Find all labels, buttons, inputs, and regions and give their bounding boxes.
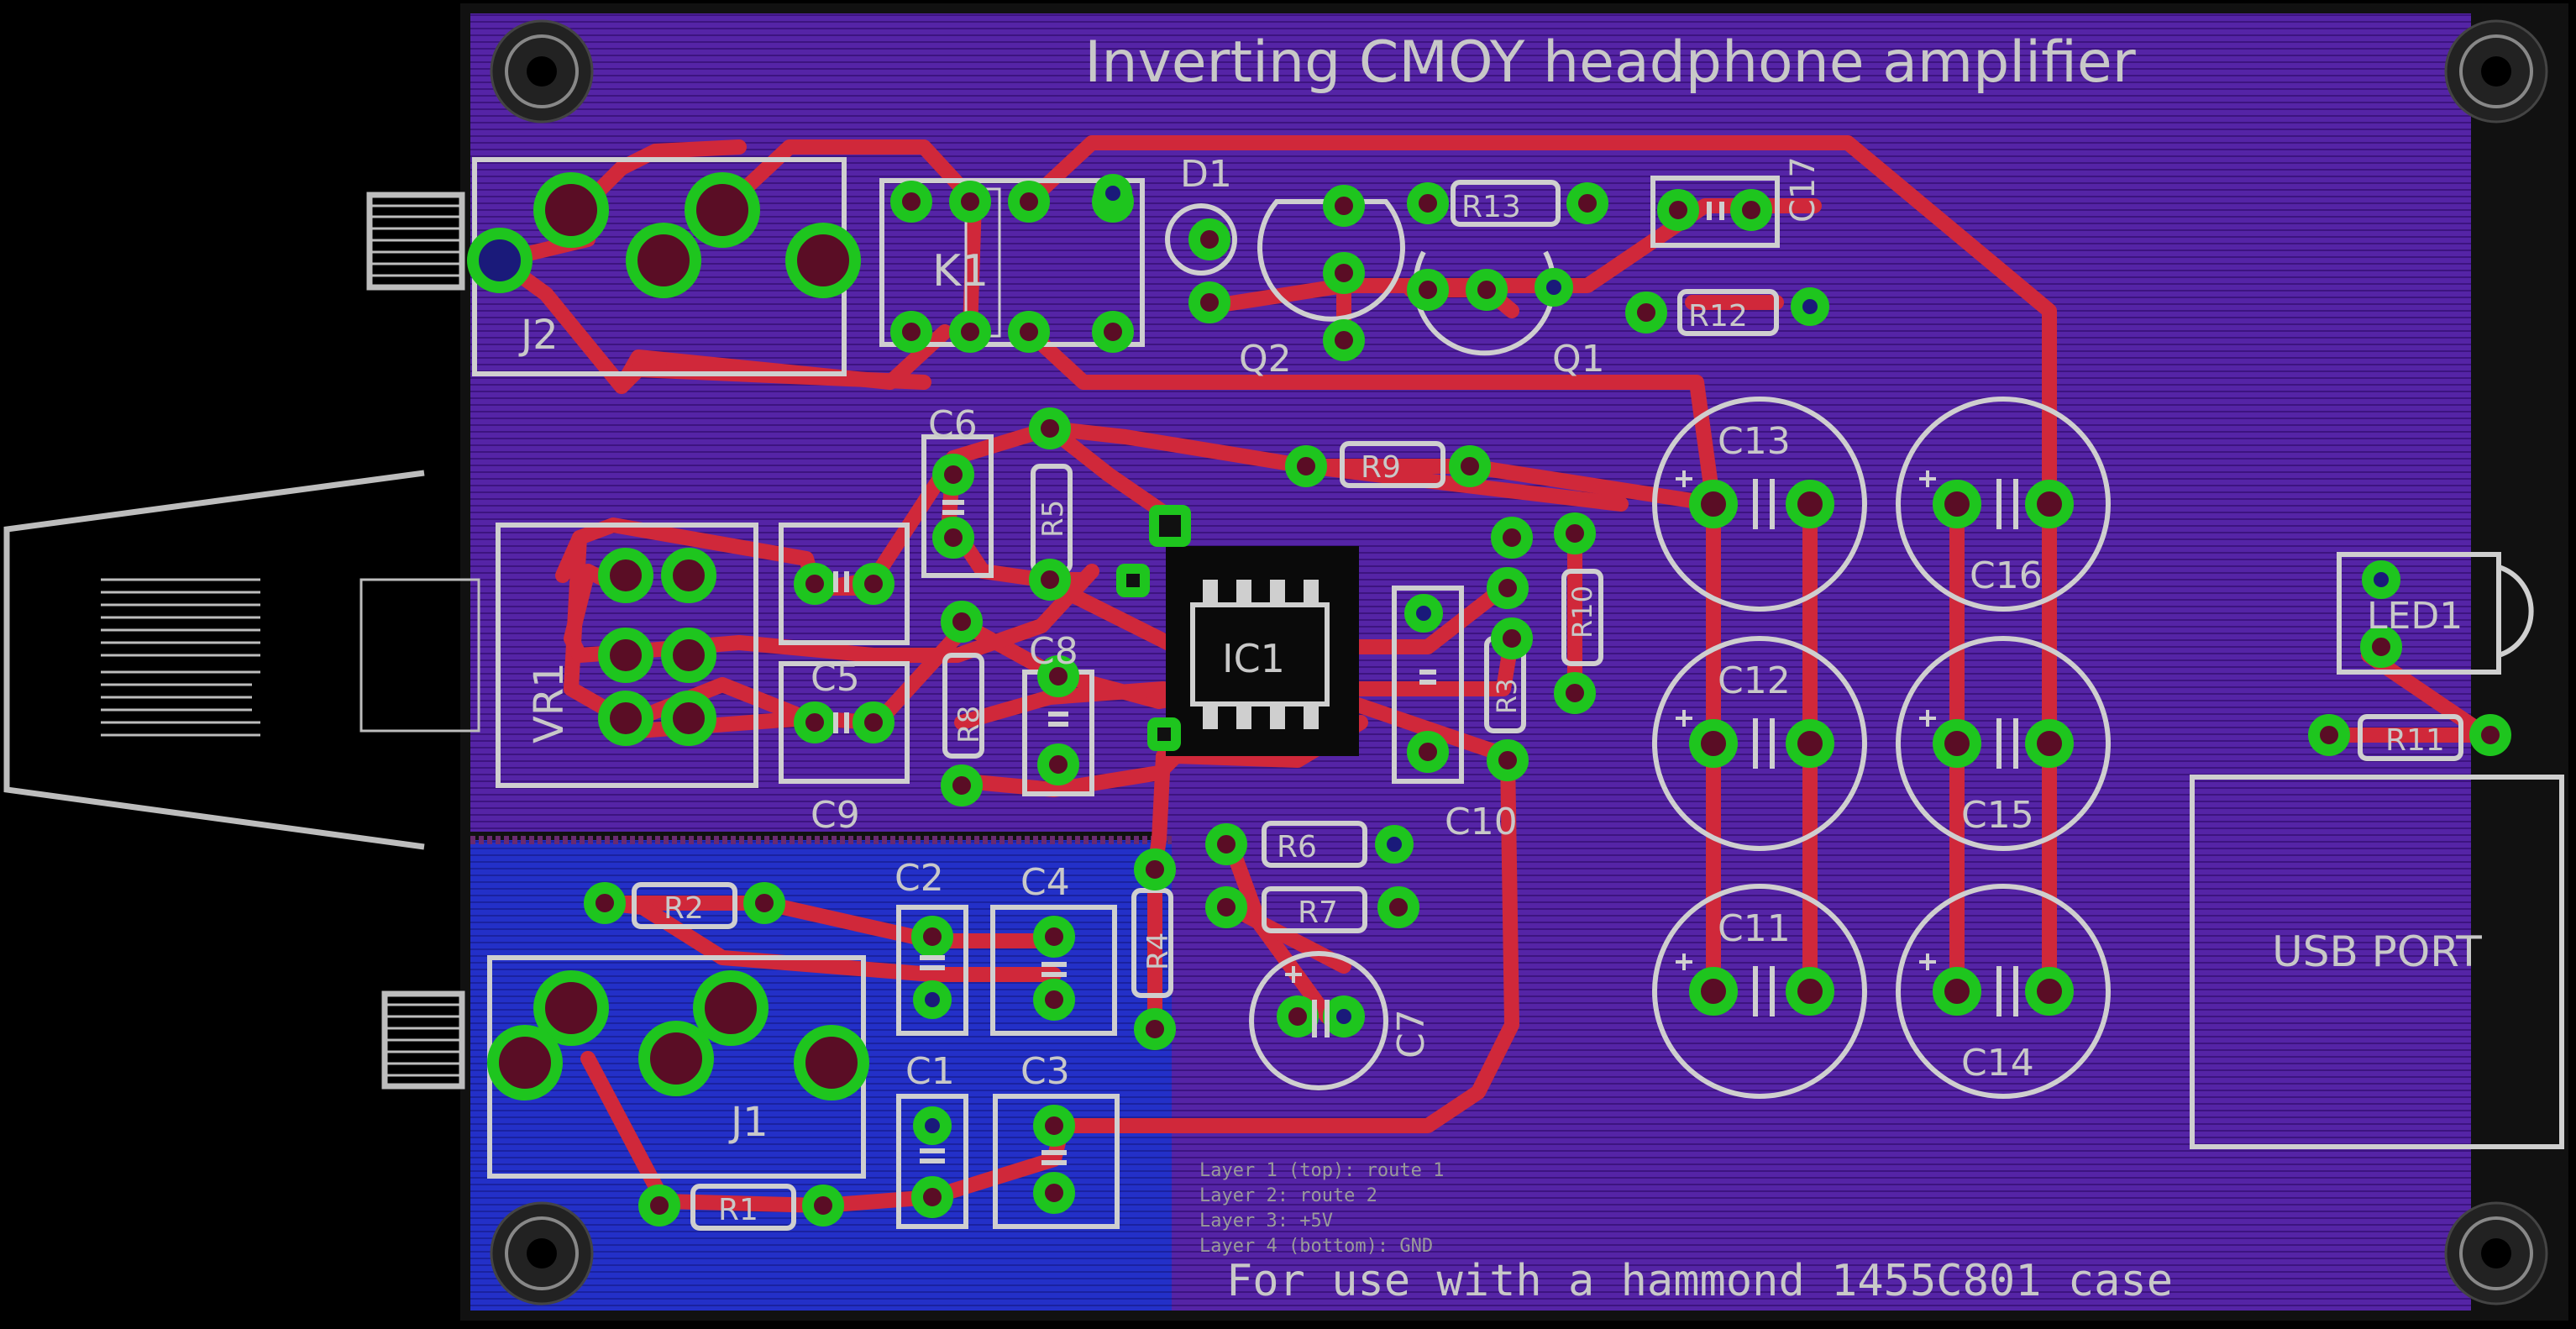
label-r1: R1 [718,1193,758,1227]
label-q2: Q2 [1239,338,1292,381]
c17-outline [1650,176,1780,248]
label-vr1: VR1 [526,662,573,743]
label-c5: C5 [811,657,860,700]
c15-outline [1896,636,2111,851]
c2-outline [896,905,968,1036]
q2-outline [1257,199,1405,322]
label-r5: R5 [1036,500,1070,538]
c7-outline [1249,951,1388,1090]
layer-legend-line-1: Layer 1 (top): route 1 [1199,1160,1444,1181]
pads [467,172,2511,1227]
c11-outline [1652,884,1867,1099]
label-c10: C10 [1445,801,1518,843]
layer-legend-line-2: Layer 2: route 2 [1199,1185,1377,1206]
label-c9: C9 [811,794,860,837]
label-r10: R10 [1566,586,1598,638]
board-title: Inverting CMOY headphone amplifier [1084,29,2135,96]
label-ic1: IC1 [1222,636,1285,681]
board-footer: For use with a hammond 1455C801 case [1226,1256,2173,1306]
c16-outline [1896,397,2111,612]
left-connector-outline [3,192,465,1090]
label-r9: R9 [1361,450,1401,485]
label-c17: C17 [1784,156,1823,223]
label-d1: D1 [1180,153,1232,196]
c6-outline [921,434,994,578]
label-r12: R12 [1688,299,1748,334]
usb-port-label: USB PORT [2272,927,2482,976]
c14-outline [1896,884,2111,1099]
layer-legend-line-4: Layer 4 (bottom): GND [1199,1236,1433,1257]
label-r11: R11 [2385,723,2445,758]
label-c15: C15 [1961,794,2034,837]
label-r13: R13 [1461,190,1521,224]
label-c16: C16 [1970,554,2043,597]
label-c11: C11 [1718,907,1791,950]
label-r4: R4 [1141,932,1175,970]
cap-symbols [833,202,2018,1165]
label-j1: J1 [728,1099,769,1146]
layer-legend: Layer 1 (top): route 1 Layer 2: route 2 … [1199,1160,1444,1257]
label-c8: C8 [1029,630,1078,673]
c4-outline [990,905,1117,1036]
rj-contacts [101,578,480,737]
label-c4: C4 [1020,861,1070,904]
label-k1: K1 [932,246,989,297]
label-c12: C12 [1718,659,1791,702]
ic1-footprint [1166,546,1359,756]
c5-outline [779,661,910,784]
label-c2: C2 [895,857,944,900]
c1-outline [896,1094,968,1229]
jack-threads [370,204,462,1077]
ref-designators: J2 J1 K1 D1 Q2 Q1 R13 R12 C17 C6 R5 R9 C… [518,153,2463,1227]
label-r7: R7 [1298,896,1338,930]
label-j2: J2 [518,312,559,359]
mounting-holes [490,19,2548,1305]
label-c13: C13 [1718,420,1791,463]
label-c6: C6 [928,403,978,446]
label-c14: C14 [1961,1042,2034,1085]
c12-outline [1652,636,1867,851]
label-r3: R3 [1491,678,1523,714]
c10-outline [1392,586,1464,784]
d1-outline [1165,203,1237,276]
label-c7: C7 [1390,1009,1433,1058]
vr1-outline [496,523,758,788]
label-q1: Q1 [1552,338,1605,381]
label-r6: R6 [1277,830,1317,864]
c3-outline [993,1094,1120,1229]
label-r2: R2 [664,891,704,926]
c13-outline [1652,397,1867,612]
label-c1: C1 [905,1050,955,1093]
label-r8: R8 [952,706,986,743]
usb-port-outline [2190,775,2564,1149]
cap-near-vr1-outline [779,523,910,645]
layer-legend-line-3: Layer 3: +5V [1199,1211,1333,1232]
resistor-bodies [632,180,2463,1231]
label-led1: LED1 [2367,595,2463,638]
label-c3: C3 [1020,1050,1070,1093]
polarity-marks [1285,470,1936,983]
led1-outline [2337,552,2501,675]
